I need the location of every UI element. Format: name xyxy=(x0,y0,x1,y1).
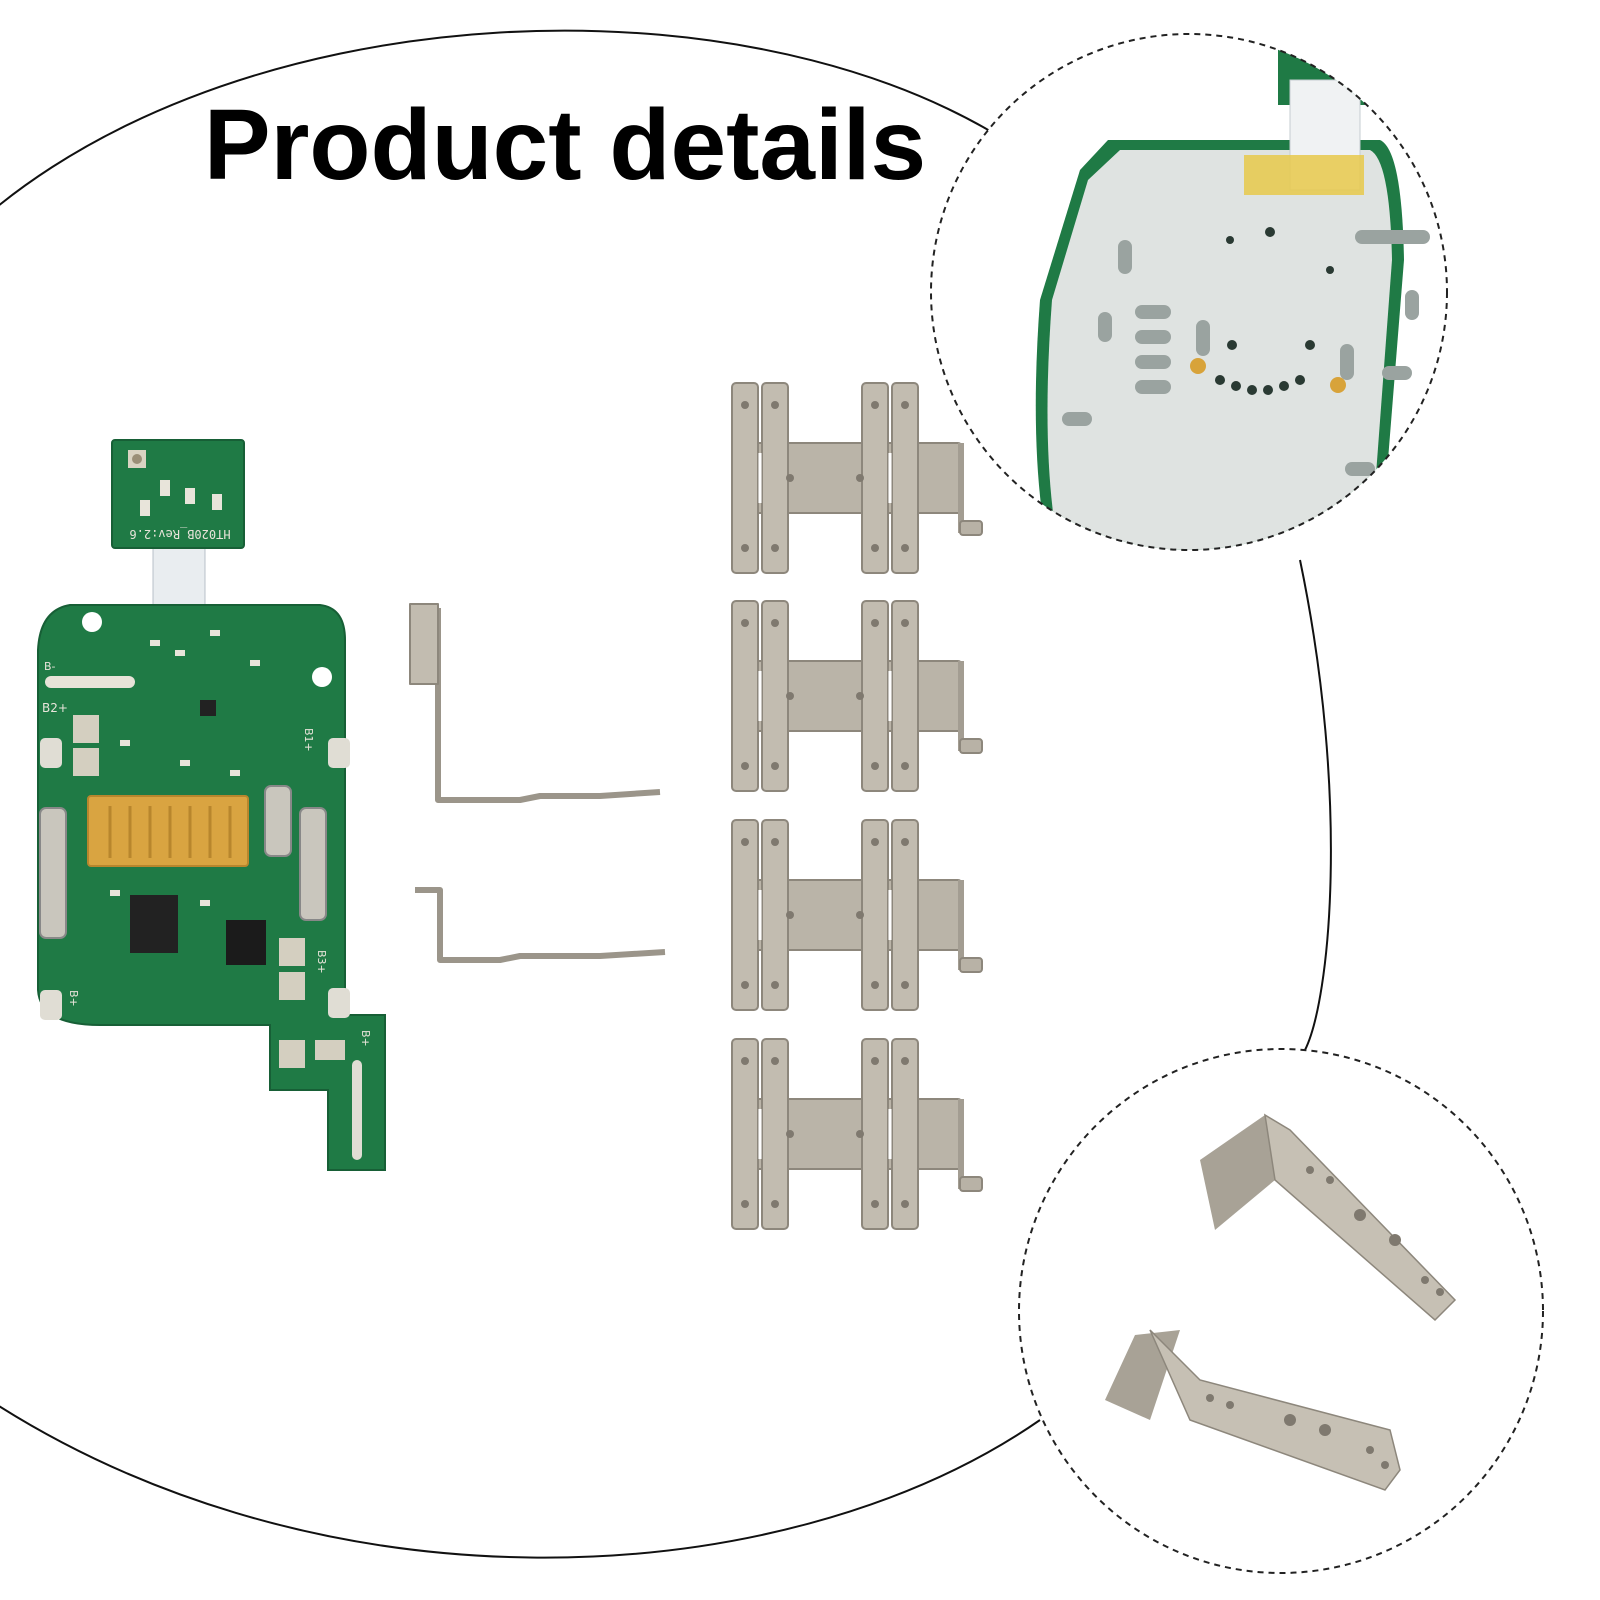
b2-plus-label: B2+ xyxy=(42,701,68,715)
main-pcb-board: HT020B_Rev:2.6 B- B2+ B1+ B+ B3+ B+ xyxy=(37,439,386,1171)
zoom-strip-lower xyxy=(1105,1329,1401,1491)
b-plus-label: B+ xyxy=(67,990,80,1007)
l-connector-strip-1 xyxy=(409,603,661,803)
daughter-board-rev-label: HT020B_Rev:2.6 xyxy=(129,527,230,541)
page-title: Product details xyxy=(203,89,927,201)
b1-plus-label: B1+ xyxy=(302,728,315,752)
h-connector-strip-2 xyxy=(730,599,984,793)
l-connector-strip-2 xyxy=(415,887,666,963)
h-connector-strip-4 xyxy=(730,1037,984,1231)
zoom-circle-board-back xyxy=(931,34,1447,550)
zoom-circle-bottom-outline xyxy=(1018,1048,1544,1574)
h-connector-strip-1 xyxy=(730,381,984,575)
zoom-strip-upper xyxy=(1200,1113,1457,1322)
b3-plus-label: B3+ xyxy=(315,950,328,974)
b-plus-right-label: B+ xyxy=(359,1030,372,1047)
h-connector-strip-3 xyxy=(730,818,984,1012)
b-minus-label: B- xyxy=(44,660,56,673)
zoom-circle-top-outline xyxy=(930,33,1448,551)
large-arc-outline xyxy=(0,29,1061,207)
zoom-circle-connector-strips xyxy=(1019,1049,1543,1573)
